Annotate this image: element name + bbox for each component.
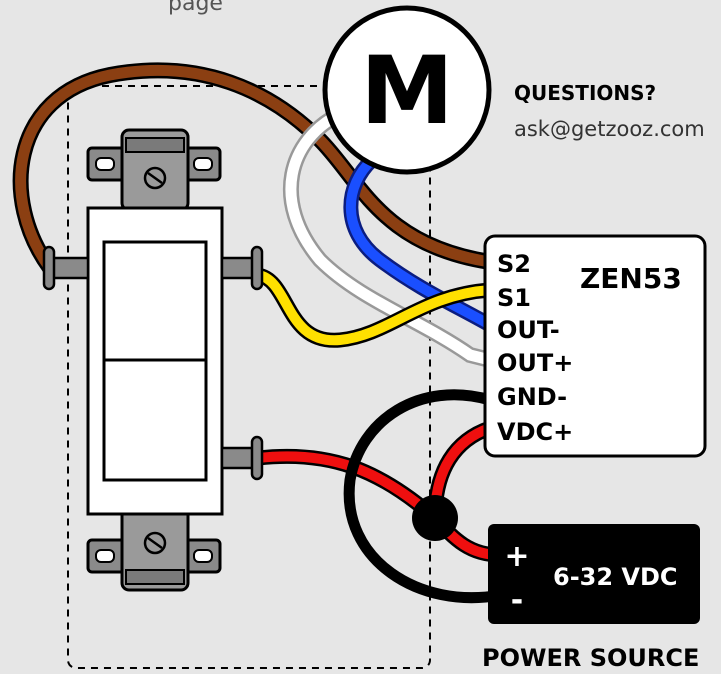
- terminal-label: OUT+: [497, 349, 573, 377]
- terminal-label: S1: [497, 284, 531, 312]
- terminal-label: OUT-: [497, 316, 560, 344]
- black-wire: [343, 389, 506, 604]
- motor-letter: M: [360, 37, 454, 146]
- power-plus: +: [504, 539, 529, 574]
- left-terminal-screw: [42, 245, 90, 291]
- power-source: + - 6-32 VDC: [488, 524, 700, 624]
- right-top-terminal-screw: [220, 245, 264, 291]
- switch-top-strap: [86, 128, 222, 212]
- motor: M: [322, 5, 492, 175]
- terminal-label: S2: [497, 250, 531, 278]
- module-name: ZEN53: [580, 262, 682, 295]
- power-minus: -: [511, 583, 523, 618]
- header-fragment: page: [168, 0, 223, 16]
- power-voltage: 6-32 VDC: [553, 563, 678, 591]
- zen53-module: ZEN53 S2 S1 OUT- OUT+ GND- VDC+: [483, 234, 707, 458]
- wall-switch[interactable]: [86, 206, 224, 516]
- terminal-label: GND-: [497, 383, 567, 411]
- contact-email[interactable]: ask@getzooz.com: [514, 117, 705, 141]
- power-caption: POWER SOURCE: [482, 644, 699, 672]
- right-bottom-terminal-screw: [220, 435, 264, 481]
- wire-junction: [412, 495, 458, 541]
- switch-bottom-strap: [86, 506, 222, 592]
- terminal-label: VDC+: [497, 418, 573, 446]
- contact-title: QUESTIONS?: [514, 81, 656, 105]
